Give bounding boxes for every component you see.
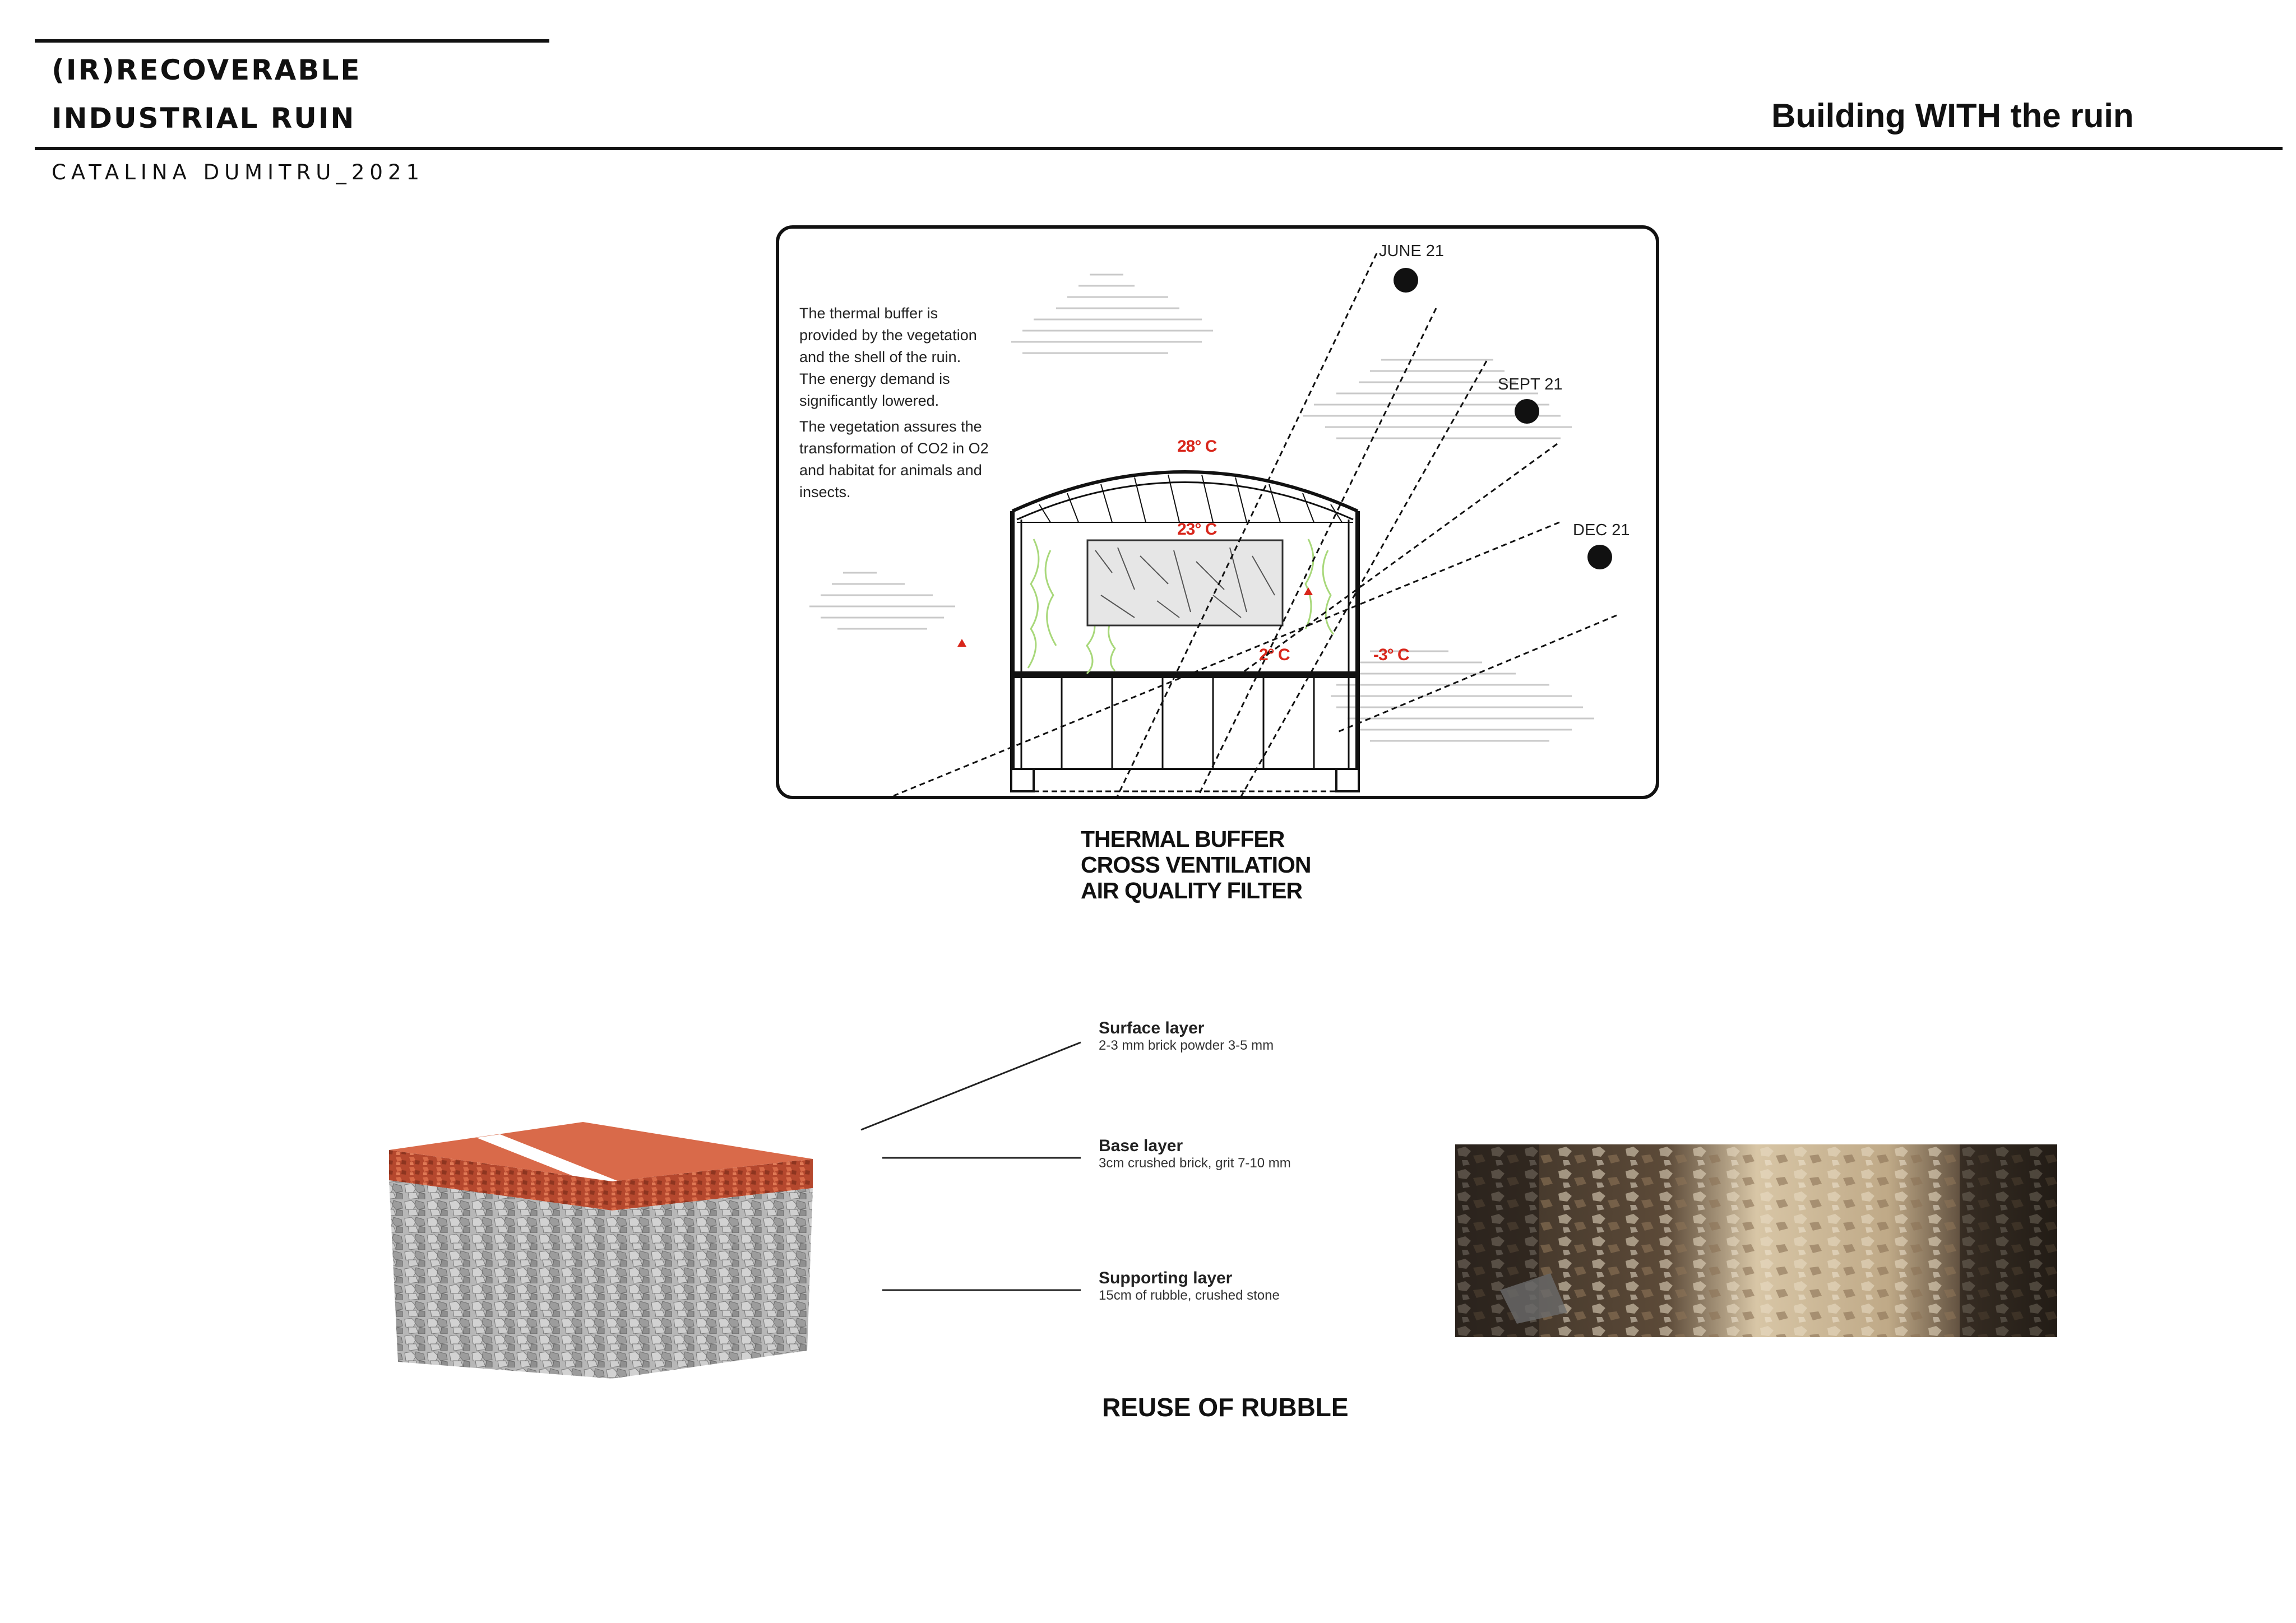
author-credit: CATALINA DUMITRU_2021 [52, 160, 425, 184]
layer-supporting-detail: 15cm of rubble, crushed stone [1099, 1288, 1280, 1303]
layer-base-title: Base layer [1099, 1137, 1183, 1155]
thermal-section-drawing [809, 253, 1617, 799]
thermal-caption-line2: CROSS VENTILATION [1081, 852, 1311, 878]
joint-strip [476, 1134, 619, 1185]
red-marker-right [1304, 587, 1313, 595]
layer-supporting: Supporting layer 15cm of rubble, crushed… [1099, 1269, 1280, 1304]
top-short-rule [35, 39, 549, 43]
vegetation [1027, 539, 1335, 675]
rubble-layers-illustration [389, 1122, 813, 1379]
rubble-photo [1455, 1144, 2057, 1337]
red-marker-left [957, 639, 966, 647]
air-flow-hatching [809, 273, 1594, 742]
thermal-caption-line1: THERMAL BUFFER [1081, 826, 1285, 852]
thermal-caption-line3: AIR QUALITY FILTER [1081, 878, 1303, 903]
layer-surface: Surface layer 2-3 mm brick powder 3-5 mm [1099, 1019, 1274, 1054]
layer-leader-lines [860, 1041, 1081, 1291]
sun-label-sept: SEPT 21 [1498, 375, 1563, 393]
layer-surface-detail: 2-3 mm brick powder 3-5 mm [1099, 1038, 1274, 1053]
project-title-line2: INDUSTRIAL RUIN [52, 102, 356, 135]
header-rule [35, 147, 2283, 150]
supporting-layer-side [612, 1188, 813, 1379]
base-layer-front [389, 1150, 612, 1211]
layer-surface-title: Surface layer [1099, 1019, 1205, 1037]
temp-inside: 23° C [1177, 520, 1217, 539]
temp-roof: 28° C [1177, 437, 1217, 456]
layer-base-detail: 3cm crushed brick, grit 7-10 mm [1099, 1156, 1291, 1171]
building-section [1010, 470, 1360, 792]
supporting-layer-front [389, 1180, 612, 1379]
sun-sept-dot [1515, 399, 1539, 424]
temp-outside: -3° C [1373, 646, 1410, 664]
rubble-caption: REUSE OF RUBBLE [1102, 1393, 1349, 1422]
temp-buffer: 2° C [1259, 646, 1290, 664]
sun-june-dot [1394, 268, 1418, 293]
thermal-note-1: The thermal buffer is provided by the ve… [799, 305, 977, 409]
base-layer-side [612, 1159, 813, 1211]
interior-volume [1086, 539, 1284, 627]
sun-rays [893, 253, 1617, 799]
thermal-diagram-frame [776, 225, 1659, 799]
layer-supporting-title: Supporting layer [1099, 1269, 1233, 1287]
layer-base: Base layer 3cm crushed brick, grit 7-10 … [1099, 1137, 1291, 1171]
thermal-note-2: The vegetation assures the transformatio… [799, 418, 989, 500]
sun-label-june: JUNE 21 [1379, 242, 1445, 260]
section-title: Building WITH the ruin [1771, 97, 2134, 135]
sun-label-dec: DEC 21 [1573, 521, 1630, 539]
project-title-line1: (IR)RECOVERABLE [52, 54, 362, 86]
sun-dec-dot [1587, 545, 1612, 569]
